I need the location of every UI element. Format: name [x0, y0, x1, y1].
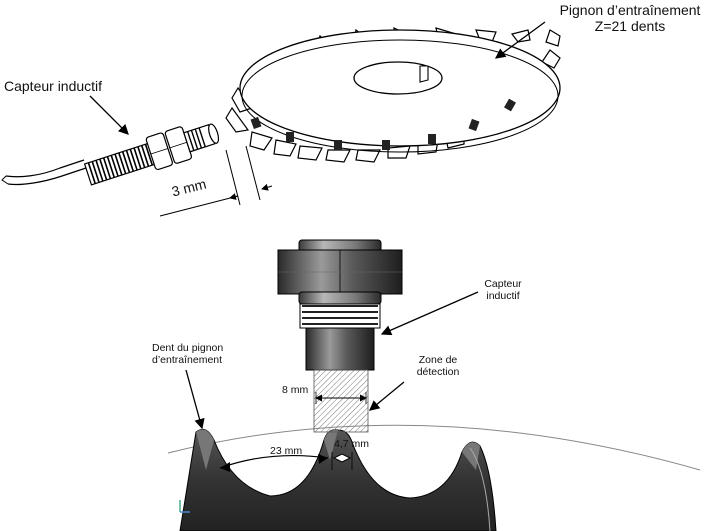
- sprocket-label: Pignon d’entraînement Z=21 dents: [540, 2, 720, 34]
- sprocket-label-line2: Z=21 dents: [594, 18, 666, 34]
- gap-dimension: [159, 145, 273, 217]
- sprocket-isometric: [225, 21, 561, 163]
- tooth-width-label: 4,7 mm: [334, 438, 370, 450]
- sensor-label-top: Capteur inductif: [4, 78, 103, 94]
- sensor-label-bottom: Capteur inductif: [480, 278, 526, 302]
- pitch-label: 23 mm: [270, 445, 303, 457]
- inductive-sensor-isometric: [1, 95, 220, 186]
- width-label: 8 mm: [282, 384, 309, 396]
- sensor-label-bottom-line1: Capteur: [484, 278, 522, 290]
- zone-label-line2: détection: [416, 366, 460, 378]
- sensor-label-bottom-line2: inductif: [486, 290, 520, 302]
- tooth-label-line2: d’entraînement: [152, 354, 223, 366]
- zone-label-line1: Zone de: [418, 354, 458, 366]
- sprocket-section: [167, 424, 701, 531]
- zone-label: Zone de détection: [408, 354, 468, 378]
- tooth-label-line1: Dent du pignon: [152, 342, 224, 354]
- tooth-label: Dent du pignon d’entraînement: [152, 342, 223, 366]
- inductive-sensor-section: [185, 239, 479, 472]
- detection-zone: [313, 369, 369, 433]
- sprocket-label-line1: Pignon d’entraînement: [559, 2, 701, 18]
